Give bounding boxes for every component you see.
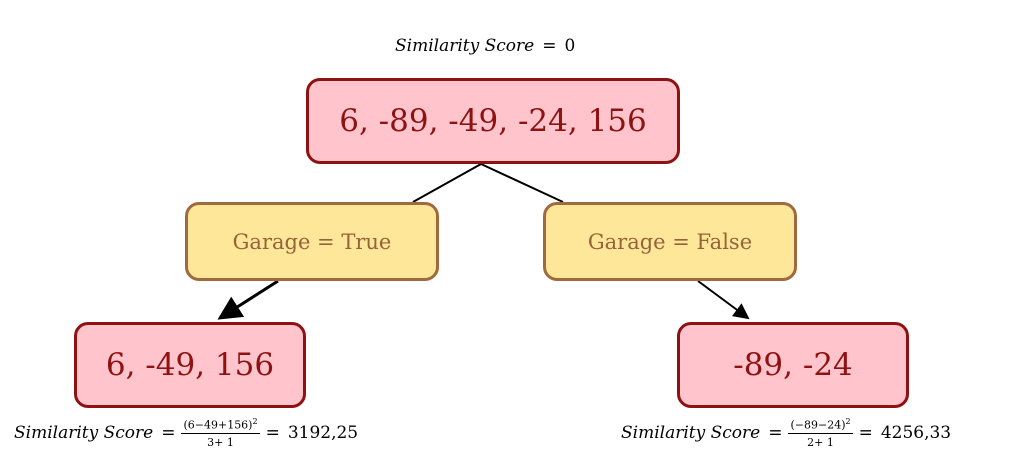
- split-label: Garage = True: [232, 229, 392, 254]
- score-label: Similarity Score: [14, 422, 154, 443]
- root-to-left-split-line: [412, 163, 482, 203]
- leaf-node-values: 6, -49, 156: [105, 347, 275, 383]
- score-equals: =: [768, 422, 783, 443]
- fraction-numerator: (6−49+156)2: [181, 417, 260, 434]
- left-split-to-leaf-arrow: [217, 279, 279, 320]
- fraction-numerator: (−89−24)2: [788, 417, 853, 434]
- score-equals: =: [161, 422, 176, 443]
- leaf-left-similarity-score: Similarity Score = (6−49+156)2 3+ 1 = 31…: [14, 417, 358, 449]
- right-split-to-leaf-arrow: [697, 280, 750, 320]
- root-node: 6, -89, -49, -24, 156: [306, 78, 680, 164]
- leaf-right-similarity-score: Similarity Score = (−89−24)2 2+ 1 = 4256…: [621, 417, 951, 449]
- score-value: 4256,33: [880, 422, 952, 443]
- split-node-garage-true: Garage = True: [185, 202, 439, 281]
- fraction-denominator: 2+ 1: [807, 435, 834, 449]
- leaf-node-left: 6, -49, 156: [74, 322, 306, 408]
- root-similarity-score: Similarity Score = 0: [395, 36, 575, 56]
- split-node-garage-false: Garage = False: [543, 202, 797, 281]
- score-fraction: (−89−24)2 2+ 1: [788, 417, 853, 449]
- root-node-values: 6, -89, -49, -24, 156: [339, 103, 647, 139]
- root-to-right-split-line: [480, 163, 564, 203]
- score-equals: =: [265, 422, 280, 443]
- score-label: Similarity Score: [395, 36, 535, 56]
- fraction-denominator: 3+ 1: [207, 435, 234, 449]
- score-label: Similarity Score: [621, 422, 761, 443]
- score-value: 3192,25: [287, 422, 359, 443]
- leaf-node-right: -89, -24: [677, 322, 909, 408]
- score-fraction: (6−49+156)2 3+ 1: [181, 417, 260, 449]
- split-label: Garage = False: [587, 229, 753, 254]
- leaf-node-values: -89, -24: [733, 347, 853, 383]
- score-equals: =: [858, 422, 873, 443]
- score-equals: =: [542, 36, 557, 56]
- score-value: 0: [564, 36, 576, 56]
